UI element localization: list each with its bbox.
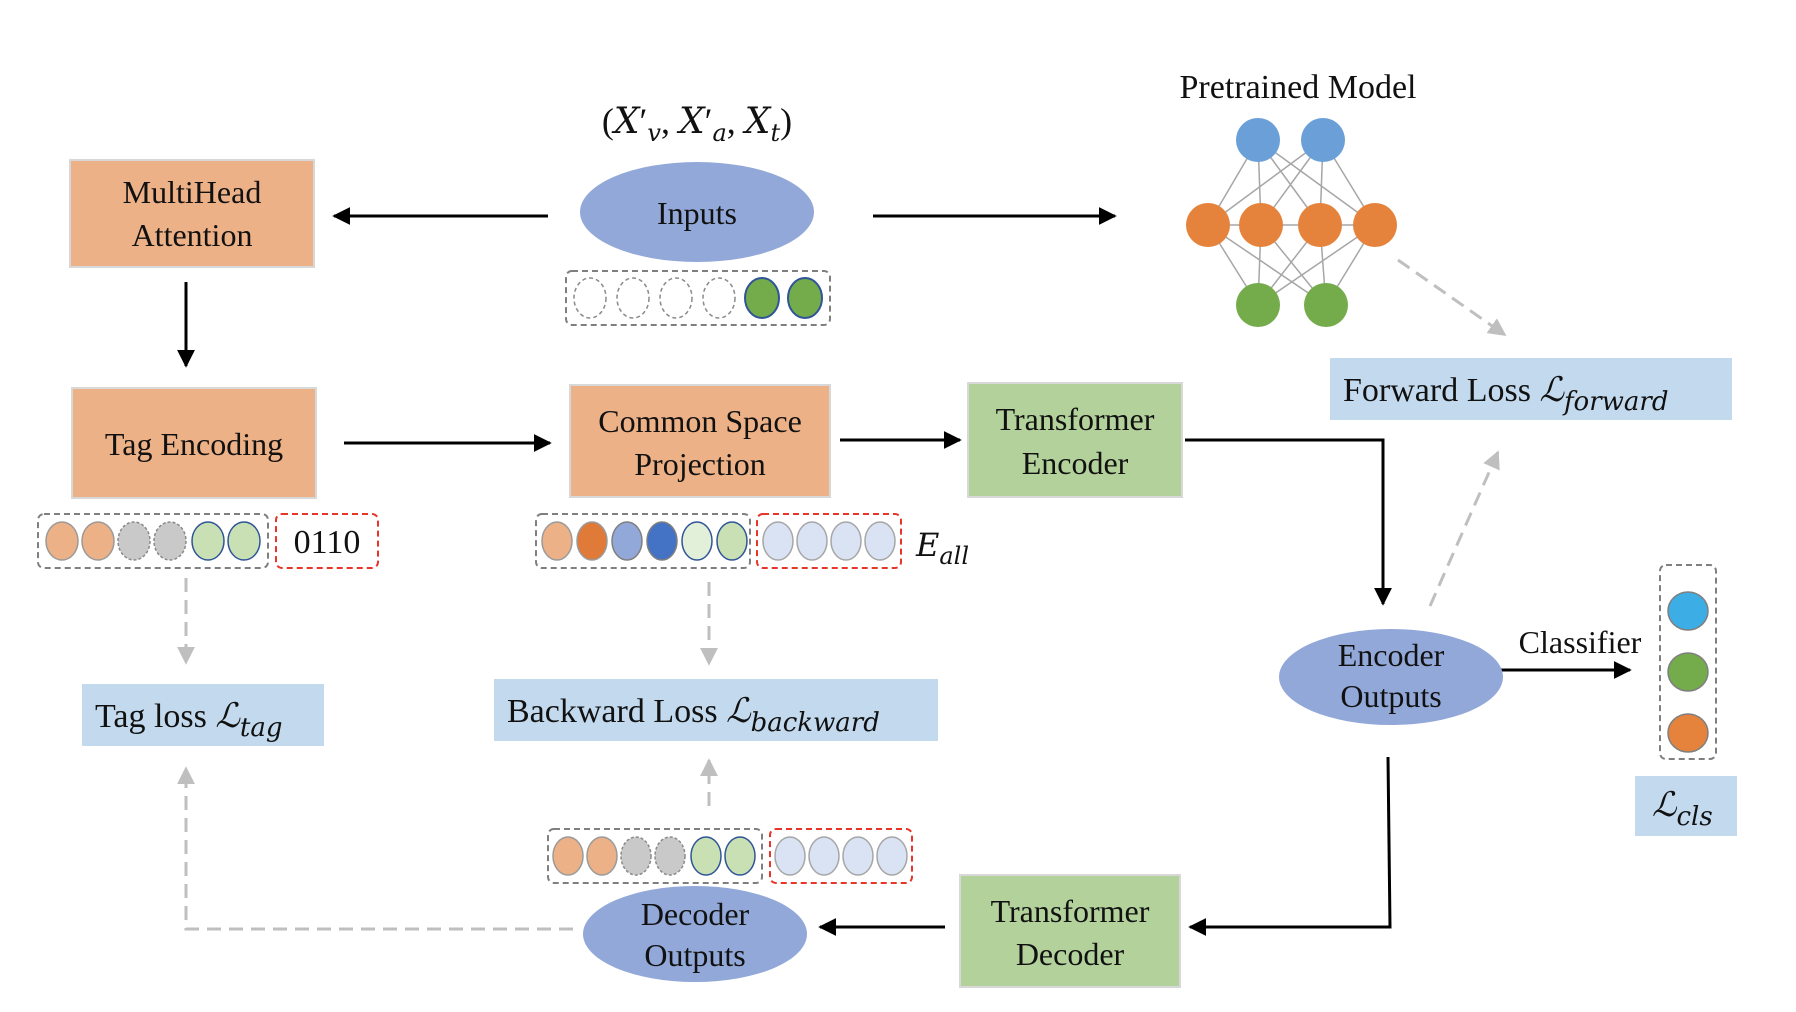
tag-slot-visual [45, 521, 79, 561]
network-node [1186, 203, 1230, 247]
transformer-encoder-line1: Transformer [996, 401, 1155, 437]
e-all-slot-text [681, 521, 713, 561]
network-edge [1207, 139, 1324, 226]
e-all-label: Eall [915, 526, 969, 570]
tag-slot-text [227, 521, 261, 561]
e-all-tag-slot [796, 521, 828, 561]
class-output-slot [1667, 652, 1709, 692]
encoder-outputs-line1: Encoder [1338, 637, 1445, 673]
class-output-slot [1667, 713, 1709, 753]
e-all-tag-slot [864, 521, 896, 561]
classifier-label: Classifier [1519, 624, 1642, 660]
decoder-slot-text [690, 836, 722, 876]
forward-loss-label: Forward Loss ℒforward [1343, 370, 1668, 417]
cls-loss-label: ℒcls [1652, 785, 1713, 832]
network-node [1353, 203, 1397, 247]
tag-slot-audio [117, 521, 151, 561]
e-all-slot-audio [646, 521, 678, 561]
transformer-decoder-line1: Transformer [991, 893, 1150, 929]
decoder-tag-vector [769, 828, 913, 884]
e-all-vector [535, 513, 751, 569]
decoder-tag-slot [774, 836, 806, 876]
tag-encoding-box: Tag Encoding [71, 387, 317, 499]
network-node [1236, 283, 1280, 327]
tag-code: 0110 [294, 524, 361, 561]
network-node [1239, 203, 1283, 247]
decoder-tag-slot [808, 836, 840, 876]
inputs-slot-empty [702, 277, 736, 319]
decoder-outputs-line2: Outputs [644, 937, 745, 973]
network-node [1301, 118, 1345, 162]
e-all-tag-slot [830, 521, 862, 561]
e-all-slot-visual [576, 521, 608, 561]
network-edge [1257, 139, 1376, 226]
multihead-line2: Attention [132, 217, 253, 253]
arrow-outputs-to-decoder [1188, 756, 1392, 936]
network-node [1298, 203, 1342, 247]
encoder-outputs-ellipse: Encoder Outputs [1279, 629, 1503, 725]
network-edge [1257, 224, 1376, 306]
inputs-slot-empty [659, 277, 693, 319]
backward-loss-box: Backward Loss ℒbackward [494, 679, 938, 741]
decoder-tag-slot [876, 836, 908, 876]
inputs-tuple: (X′v, X′a, Xt) [602, 101, 792, 147]
e-all-tag-vector [756, 513, 902, 569]
tag-code-box: 0110 [275, 513, 379, 569]
decoder-slot-visual [552, 836, 584, 876]
decoder-tag-slot [842, 836, 874, 876]
network-edge [1207, 224, 1327, 306]
tag-slot-audio [153, 521, 187, 561]
backward-loss-label: Backward Loss ℒbackward [507, 691, 880, 738]
pretrained-model-title: Pretrained Model [1180, 69, 1417, 106]
tag-loss-label: Tag loss ℒtag [95, 696, 283, 743]
inputs-slot-text [744, 277, 780, 319]
inputs-slot-text [787, 277, 823, 319]
dashed-arrow-decoder-outputs-to-tag-loss [177, 766, 573, 931]
tag-slot-text [191, 521, 225, 561]
e-all-slot-visual [541, 521, 573, 561]
multihead-line1: MultiHead [123, 174, 262, 210]
arrow-encoder-to-outputs [1185, 438, 1392, 606]
network-node [1236, 118, 1280, 162]
network-node [1304, 283, 1348, 327]
decoder-vector [547, 828, 763, 884]
tag-loss-box: Tag loss ℒtag [82, 684, 324, 746]
common-space-projection-box: Common Space Projection [569, 384, 831, 498]
inputs-vector [565, 270, 831, 326]
tag-encoding-label: Tag Encoding [105, 426, 283, 462]
e-all-slot-text [716, 521, 748, 561]
transformer-encoder-line2: Encoder [1022, 445, 1129, 481]
forward-loss-box: Forward Loss ℒforward [1330, 358, 1732, 420]
multihead-attention-box: MultiHead Attention [69, 159, 315, 268]
encoder-outputs-line2: Outputs [1340, 678, 1441, 714]
pretrained-network-edges [1207, 139, 1376, 306]
tag-encoding-vector [37, 513, 269, 569]
common-space-line2: Projection [634, 446, 766, 482]
common-space-line1: Common Space [598, 403, 802, 439]
decoder-slot-audio [620, 836, 652, 876]
inputs-ellipse: Inputs [580, 162, 814, 262]
e-all-slot-audio [611, 521, 643, 561]
transformer-decoder-line2: Decoder [1016, 936, 1125, 972]
tag-slot-visual [81, 521, 115, 561]
dashed-arrow-pretrained-to-forward-loss [1397, 258, 1507, 337]
inputs-slot-empty [616, 277, 650, 319]
decoder-slot-visual [586, 836, 618, 876]
inputs-label: Inputs [657, 195, 737, 231]
decoder-slot-text [724, 836, 756, 876]
dashed-arrow-outputs-to-forward-loss [1428, 450, 1500, 607]
transformer-encoder-box: Transformer Encoder [967, 382, 1183, 498]
pretrained-network-nodes [1186, 118, 1397, 327]
decoder-outputs-line1: Decoder [641, 896, 750, 932]
decoder-slot-audio [654, 836, 686, 876]
transformer-decoder-box: Transformer Decoder [959, 874, 1181, 988]
cls-loss-box: ℒcls [1635, 776, 1737, 836]
inputs-slot-empty [573, 277, 607, 319]
e-all-tag-slot [762, 521, 794, 561]
decoder-outputs-ellipse: Decoder Outputs [583, 886, 807, 982]
class-output-slot [1667, 591, 1709, 631]
class-output-vector [1659, 564, 1717, 760]
